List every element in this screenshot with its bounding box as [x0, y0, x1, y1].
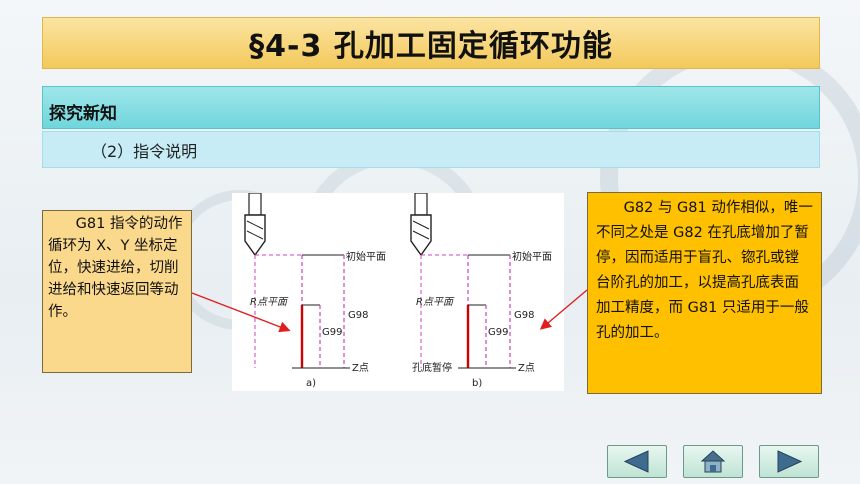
z-point-label-b: Z点	[518, 362, 535, 374]
g99-label-a: G99	[322, 327, 342, 338]
g81-note: G81 指令的动作循环为 X、Y 坐标定位，快速进给，切削进给和快速返回等动作。	[42, 210, 192, 373]
prev-button[interactable]	[607, 445, 667, 478]
label-a: a)	[306, 378, 316, 389]
r-plane-label-a: R点平面	[250, 296, 289, 308]
g99-label-b: G99	[488, 327, 508, 338]
diagram-a: 初始平面 R点平面 G98 G99 Z点 a)	[244, 192, 386, 389]
dwell-label: 孔底暂停	[412, 361, 452, 374]
subsection-heading: （2）指令说明	[91, 141, 198, 161]
triangle-right-icon	[777, 450, 803, 473]
home-button[interactable]	[683, 445, 743, 478]
g98-label-b: G98	[514, 310, 534, 321]
g98-label-a: G98	[348, 310, 368, 321]
initial-plane-label-a: 初始平面	[346, 250, 386, 263]
cycle-diagram-svg: 初始平面 R点平面 G98 G99 Z点 a) 初始平面 R点平面	[244, 192, 552, 389]
title-bar: §4-3 孔加工固定循环功能	[42, 17, 820, 69]
initial-plane-label-b: 初始平面	[512, 250, 552, 263]
page-title: §4-3 孔加工固定循环功能	[249, 29, 613, 64]
home-icon	[700, 450, 726, 473]
z-point-label-a: Z点	[352, 362, 369, 374]
label-b: b)	[472, 378, 482, 389]
next-button[interactable]	[759, 445, 819, 478]
cycle-diagram: 初始平面 R点平面 G98 G99 Z点 a) 初始平面 R点平面	[232, 192, 564, 391]
section-bar: 探究新知	[42, 86, 820, 129]
triangle-left-icon	[623, 450, 649, 473]
drill-icon	[244, 192, 266, 257]
g82-note: G82 与 G81 动作相似，唯一不同之处是 G82 在孔底增加了暂停，因而适用…	[587, 192, 822, 394]
section-heading: 探究新知	[49, 104, 117, 124]
diagram-b: 初始平面 R点平面 G98 G99 Z点 孔底暂停 b)	[410, 192, 552, 389]
subsection-bar: （2）指令说明	[42, 131, 820, 168]
r-plane-label-b: R点平面	[416, 296, 455, 308]
drill-icon	[410, 192, 432, 257]
